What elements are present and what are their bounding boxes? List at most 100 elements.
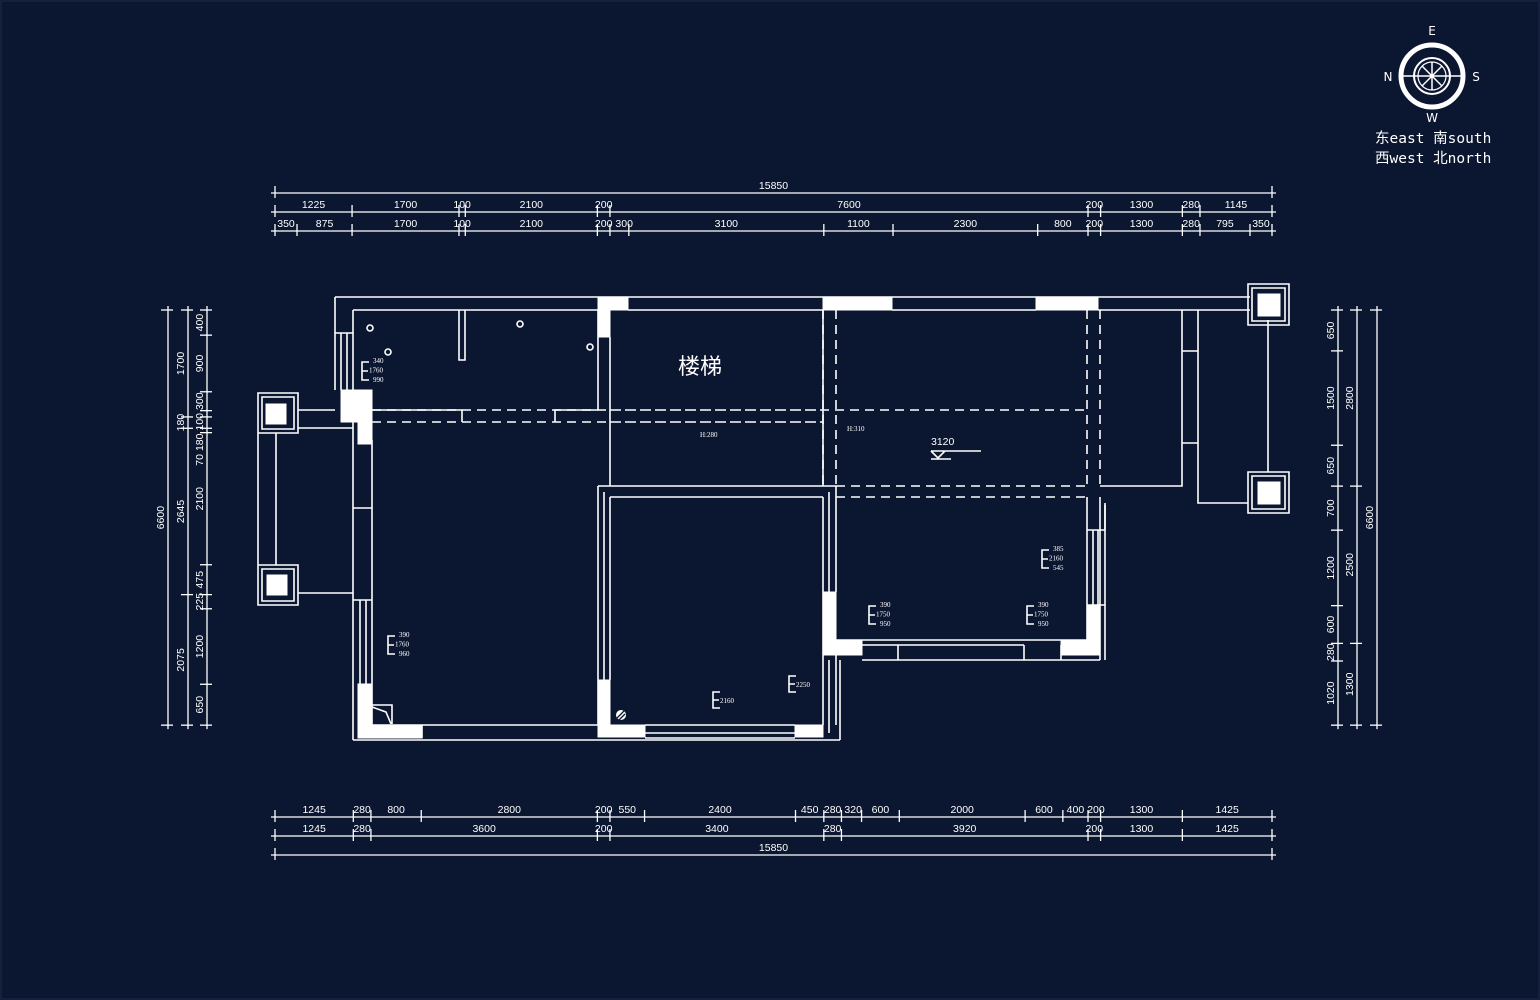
dimension-label: 2800 [498,804,522,816]
annotation-value: 390 [399,631,410,639]
dimension-label: 650 [1325,457,1337,475]
annotation-value: 545 [1053,564,1064,572]
dimension-label: 2300 [954,218,978,230]
dimension-label: 600 [872,804,890,816]
dimension-label: 2100 [520,199,544,211]
dimension-label: 400 [194,314,206,332]
dimension-label: 2075 [175,648,187,672]
walls [257,283,1290,741]
dimension-lines: 15850 1225 1700 100 2100 200 7600 200 1300 280 114… [155,180,1382,860]
dimension-label: 280 [824,823,842,835]
dimension-label: 650 [194,696,206,714]
outlet-symbol-icon [387,635,395,655]
outlet-symbol-icon [788,675,796,693]
annotation-value: 340 [373,357,384,365]
dimension-label: 200 [1086,199,1104,211]
compass-east: E [1428,24,1436,38]
annotation-value: 1760 [395,641,410,649]
dimension-label: 2100 [194,487,206,511]
dimension-label: 280 [353,823,371,835]
dimension-label: 1425 [1216,823,1240,835]
dimension-label: 280 [1182,218,1200,230]
dimension-label: 100 [453,199,471,211]
outlet-symbol-icon [868,605,876,625]
dimension-label: 700 [1325,499,1337,517]
dimension-label: 350 [277,218,295,230]
dimension-label: 1500 [1325,386,1337,410]
dimension-label: 2500 [1344,553,1356,577]
annotation-value: 390 [880,601,891,609]
dimension-label: 600 [1325,616,1337,634]
dimension-label: 225 [194,593,206,611]
dimension-label: 15850 [759,180,788,192]
drain-icon [616,710,626,721]
outlet-symbol-icon [1041,549,1049,569]
dimension-label: 400 [1067,804,1085,816]
dimension-label: 1700 [394,218,418,230]
dimension-chain-right_total: 6600 [1364,306,1382,730]
annotation-value: 950 [880,620,891,628]
annotation-value: 1760 [369,367,384,375]
dimension-label: 1200 [194,635,206,659]
dimension-label: 180 [175,414,187,432]
outlet-symbol-icon [1026,605,1034,625]
dimension-label: 875 [316,218,334,230]
dimension-label: 280 [353,804,371,816]
annotation-value: 960 [399,650,410,658]
annotation-value: 390 [1038,601,1049,609]
dimension-label: 2000 [951,804,975,816]
dimension-label: 70 [194,454,206,466]
dimension-label: 1300 [1130,804,1154,816]
dimension-label: 300 [194,392,206,410]
dimension-label: 350 [1252,218,1270,230]
dimension-label: 650 [1325,322,1337,340]
outlet-symbol-icon [361,361,369,381]
dimension-label: 450 [801,804,819,816]
annotation-value: 2160 [720,697,735,705]
dimension-label: 200 [595,804,613,816]
electrical-annotations: 3401760990390176096038521605453901750950… [361,357,1064,709]
elevation-value: 3120 [931,436,955,448]
annotation-value: 1750 [1034,611,1049,619]
ceiling-height-left: H:280 [700,431,718,439]
dimension-label: 6600 [155,506,167,530]
compass-rose-icon [1398,42,1466,110]
ceiling-height-right: H:310 [847,425,865,433]
compass-legend-line1: 东east 南south [1375,130,1491,147]
outlet-center-room-right: 2250 [788,675,811,693]
dimension-label: 1245 [302,804,326,816]
outlet-symbol-icon [712,691,720,709]
annotation-value: 1750 [876,611,891,619]
dimension-label: 200 [595,823,613,835]
dimension-label: 2800 [1344,386,1356,410]
elevation-marker: 3120 [930,436,981,460]
dimension-label: 1145 [1225,199,1248,211]
dimension-label: 3600 [472,823,496,835]
compass: E N S W 东east 南south 西west 北north [1375,24,1491,167]
dimension-label: 550 [618,804,636,816]
dimension-label: 1245 [302,823,326,835]
dimension-label: 1225 [302,199,326,211]
stairs-label: 楼梯 [678,355,722,380]
compass-south: S [1472,70,1480,84]
dimension-label: 7600 [837,199,861,211]
dimension-label: 800 [1054,218,1072,230]
dimension-label: 600 [1035,804,1053,816]
dimension-label: 1300 [1130,823,1154,835]
annotation-value: 950 [1038,620,1049,628]
